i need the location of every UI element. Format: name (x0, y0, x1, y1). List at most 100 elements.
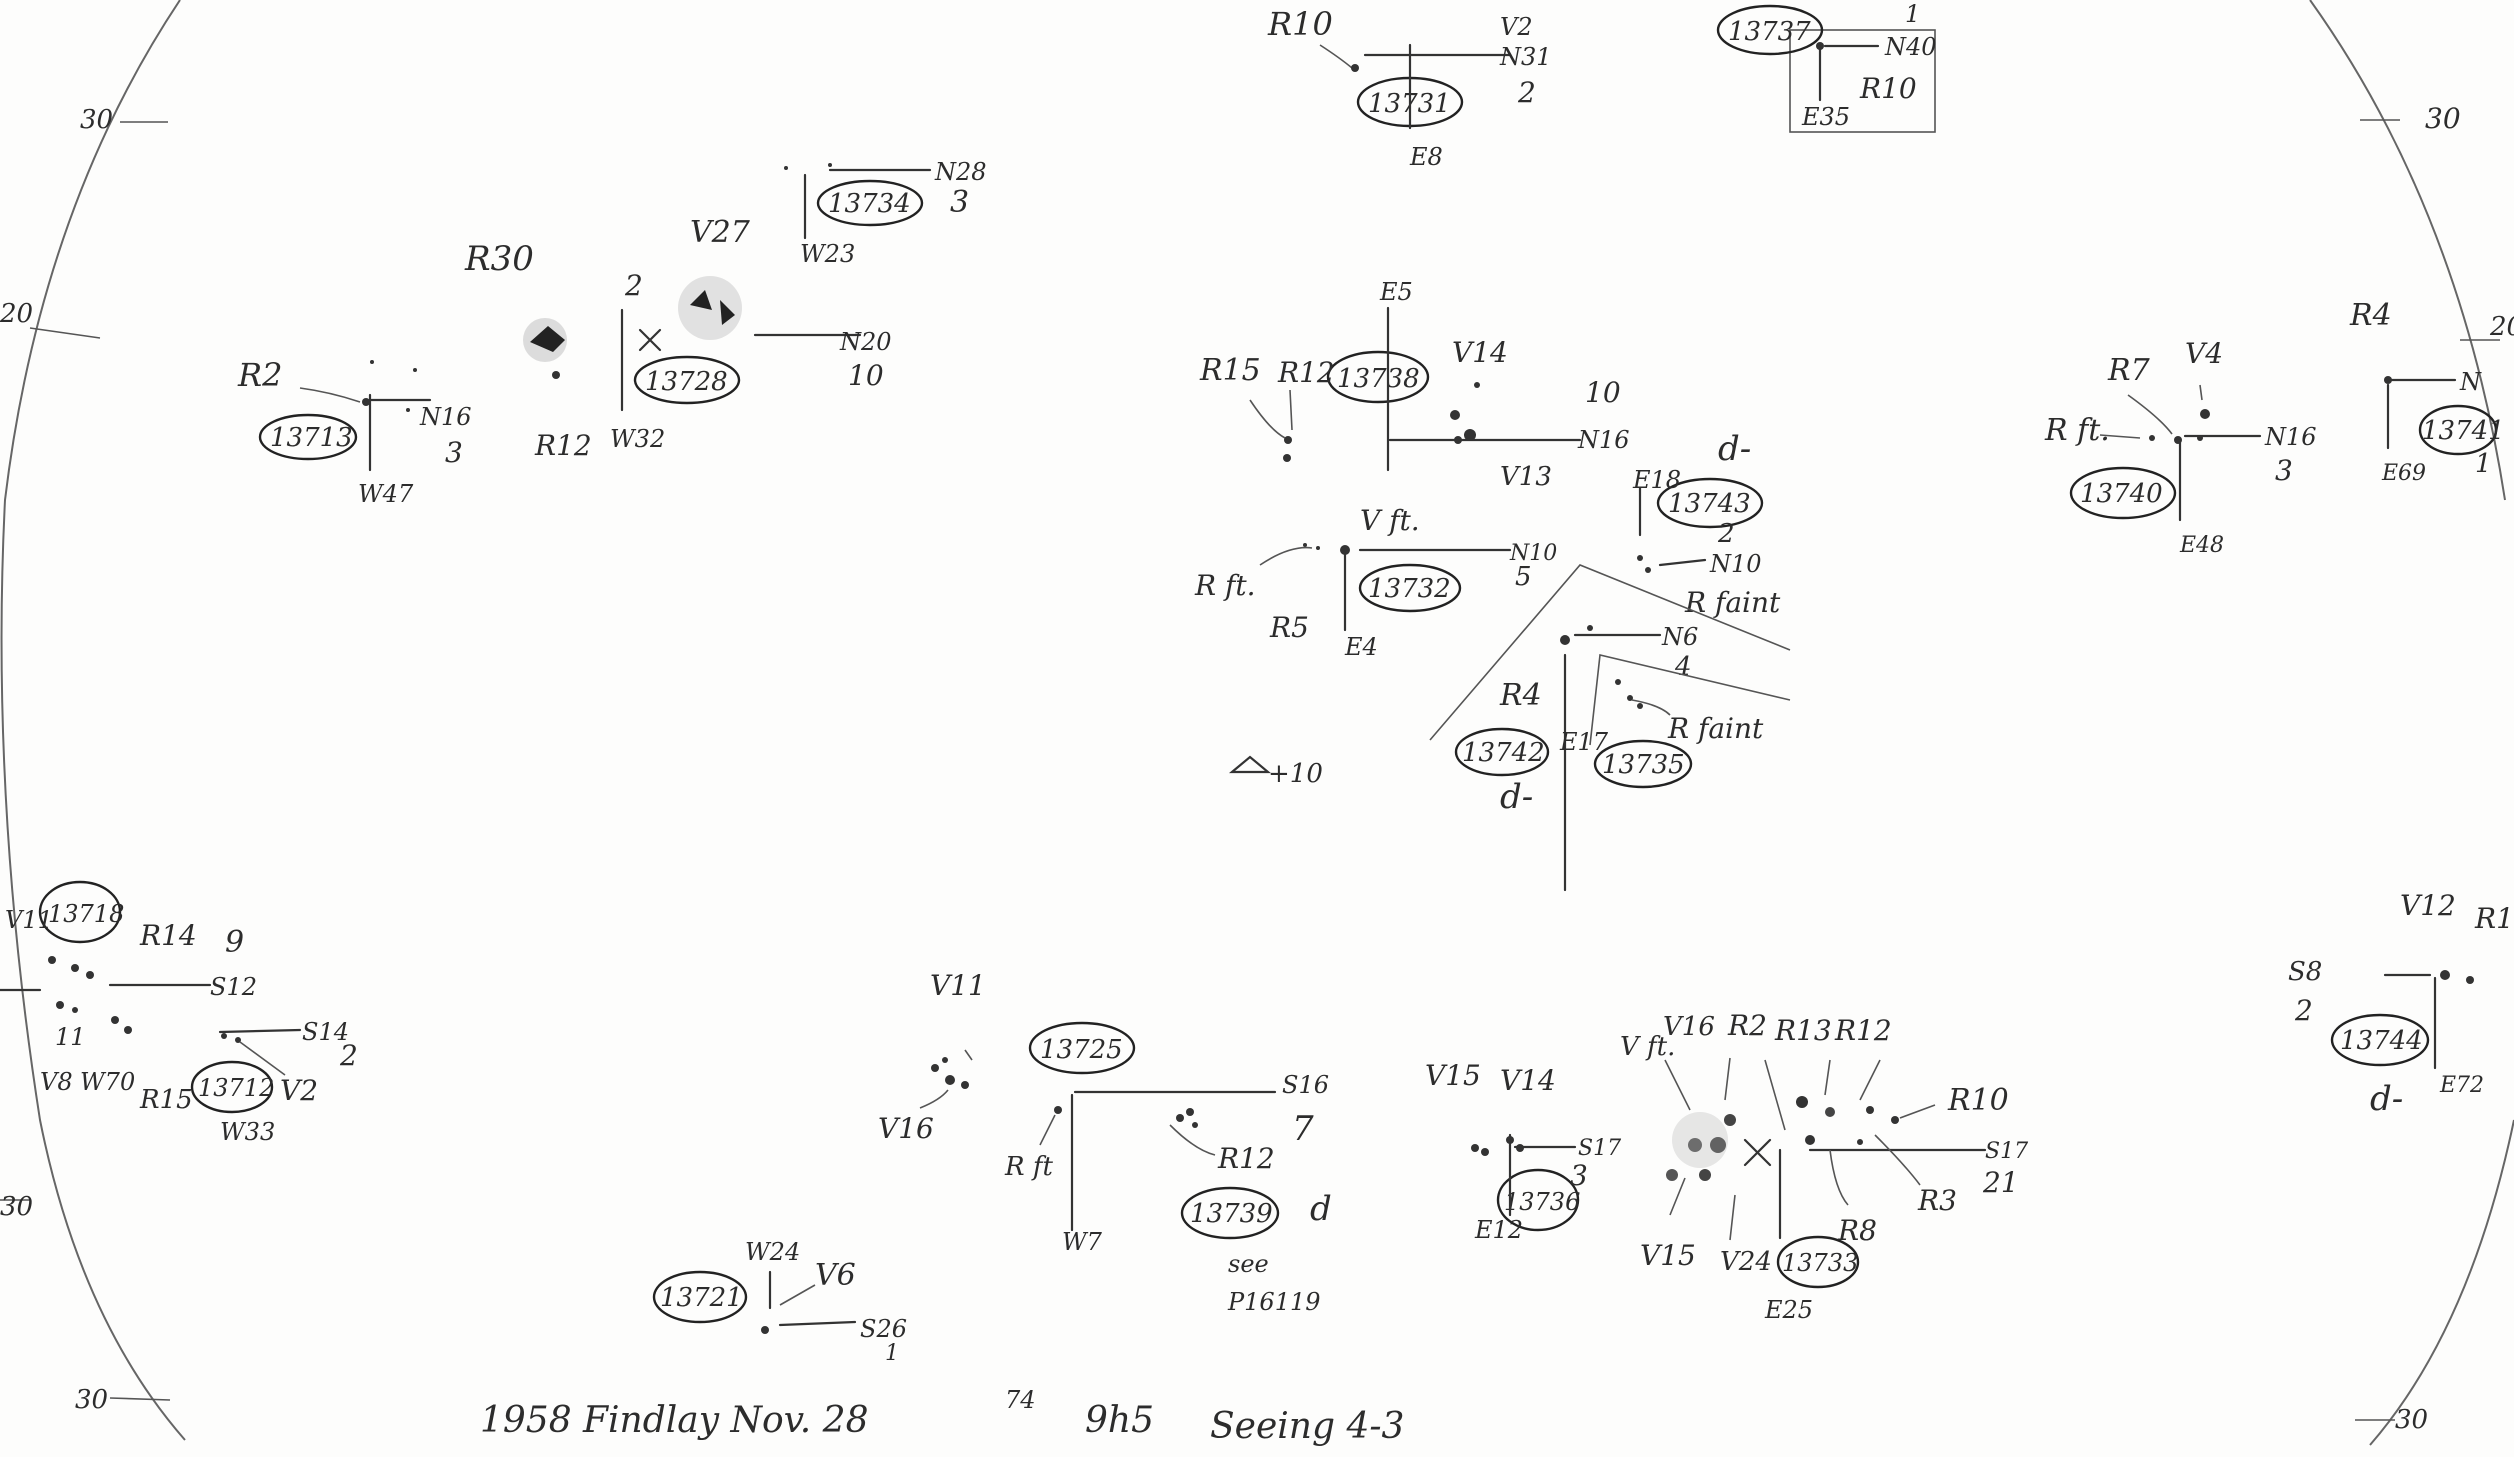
label: 1 (885, 1341, 899, 1366)
group-id: 13740 (2080, 479, 2163, 509)
label: N6 (1661, 623, 1698, 651)
group-13736: 13736 V15 V14 S17 3 E12 (1425, 1059, 1621, 1244)
label: V ft. (1620, 1032, 1675, 1062)
label: d- (1500, 777, 1533, 817)
label: 4 (1674, 652, 1692, 682)
label: 21 (1982, 1166, 2019, 1199)
label: R ft. (1194, 569, 1256, 602)
label: N16 (1577, 426, 1630, 454)
label: W32 (610, 425, 665, 453)
label: 1 (2475, 449, 2492, 479)
label: 3 (1570, 1159, 1588, 1192)
label: R8 (1837, 1214, 1877, 1247)
label: S26 (860, 1315, 907, 1343)
group-13735: 13735 R faint (1589, 654, 1791, 789)
group-id: 13734 (828, 189, 911, 219)
footer-time: 9h5 (1085, 1400, 1154, 1441)
label: R ft. (2044, 413, 2110, 448)
label: E18 (1632, 466, 1681, 494)
tick-30-lower-left: 30 (0, 1192, 33, 1222)
group-13732: 13732 V ft. N10 5 R ft. R5 E4 (1194, 504, 1557, 661)
group-13738: 13738 E5 R15 R12 V14 10 N16 V13 (1199, 278, 1630, 492)
group-id: 13728 (645, 367, 728, 397)
label: 2 (2294, 994, 2313, 1027)
label: R30 (464, 239, 534, 279)
label: S12 (210, 973, 257, 1001)
label: W7 (1062, 1228, 1103, 1256)
reference-mark: +10 (1228, 755, 1323, 789)
group-id: 13741 (2422, 416, 2505, 446)
group-id: 13736 (1504, 1188, 1580, 1216)
label: R3 (1917, 1184, 1957, 1217)
label: S17 (1985, 1139, 2028, 1164)
label: V11 (5, 906, 53, 934)
group-13725: 13725 V11 V16 (878, 969, 1136, 1145)
label: 5 (1515, 562, 1532, 592)
label: R15 (1199, 353, 1261, 388)
label: S17 (1578, 1136, 1621, 1161)
group-13742: 13742 N6 4 R4 E17 d- (1429, 564, 1791, 892)
group-13744: 13744 V12 R10 S8 2 d- E72 (2288, 889, 2514, 1119)
group-13739: 13739 S16 7 R ft R12 W7 d see P16119 (1004, 1071, 1332, 1316)
label: W47 (358, 480, 414, 508)
group-id: 13738 (1337, 364, 1420, 394)
label: E8 (1409, 143, 1443, 171)
mark-label: +10 (1268, 759, 1323, 789)
label: R5 (1269, 611, 1309, 644)
label: R4 (1499, 678, 1542, 713)
label: V12 (2400, 889, 2456, 922)
tick-20-right: 20 (2489, 312, 2514, 342)
group-id: 13725 (1040, 1035, 1123, 1065)
tick-30-top-left: 30 (80, 105, 113, 135)
label: 11 (55, 1023, 86, 1051)
group-id: 13743 (1668, 489, 1751, 519)
group-id: 13739 (1190, 1199, 1273, 1229)
label: R ft (1004, 1152, 1053, 1182)
tick-30-bottom-right: 30 (2395, 1405, 2428, 1435)
label: V27 (690, 215, 751, 250)
label: S8 (2288, 957, 2322, 987)
label: R15 (139, 1085, 193, 1115)
group-13713: 13713 R2 N16 3 W47 (237, 356, 472, 508)
label: R10 (1947, 1083, 2009, 1118)
label: 1 (1905, 0, 1920, 28)
label: R faint (1667, 712, 1764, 745)
label: E12 (1474, 1216, 1523, 1244)
label: E4 (1344, 633, 1378, 661)
group-id: 13744 (2340, 1026, 2423, 1056)
label: W33 (220, 1118, 275, 1146)
label: 2 (1517, 76, 1536, 109)
disk-limb-right-lower (2369, 1119, 2514, 1446)
label: R2 (237, 356, 282, 394)
group-13731: 13731 R10 V2 N31 2 E8 (1267, 5, 1552, 171)
label: V15 (1425, 1059, 1481, 1092)
group-13712: 13712 S14 2 V2 W33 (190, 1018, 358, 1146)
label: R12 (534, 429, 592, 462)
group-id: 13712 (198, 1074, 274, 1102)
disk-limb-right (2309, 0, 2506, 501)
footer-time-sup: 74 (1005, 1386, 1036, 1414)
label: R7 (2107, 353, 2151, 388)
label: 3 (950, 185, 969, 220)
label: V16 (1663, 1012, 1715, 1042)
label: S16 (1282, 1071, 1329, 1099)
group-id: 13713 (270, 423, 353, 453)
label: N40 (1884, 33, 1937, 61)
label: E35 (1801, 103, 1850, 131)
label: V16 (878, 1112, 934, 1145)
footer-seeing: Seeing 4-3 (1210, 1406, 1404, 1447)
label: R4 (2349, 298, 2392, 333)
label: E5 (1379, 278, 1413, 306)
tick-30-bottom-left: 30 (75, 1385, 108, 1415)
edge-ticks: 30 20 30 20 30 30 30 (0, 102, 2514, 1435)
group-id: 13733 (1782, 1249, 1858, 1277)
label: W24 (745, 1238, 800, 1266)
label: V11 (930, 969, 986, 1002)
label: 2 (624, 269, 643, 302)
label: 2 (339, 1039, 358, 1072)
label: R faint (1684, 586, 1781, 619)
label: W23 (800, 240, 855, 268)
label: N28 (934, 158, 987, 186)
label: V2 (1500, 13, 1533, 41)
label: N20 (839, 328, 892, 356)
